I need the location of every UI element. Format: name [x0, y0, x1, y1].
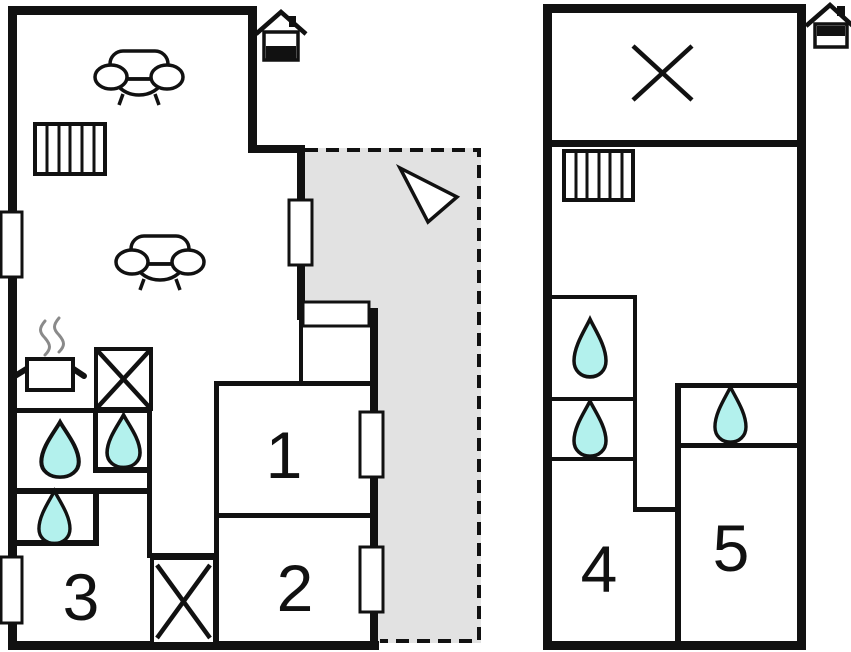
wall: [248, 6, 257, 147]
room-label-5: 5: [713, 511, 750, 585]
terrace-dashed-border: [305, 148, 481, 643]
wall: [370, 308, 378, 650]
water-drop-icon: [572, 397, 608, 458]
room-label-2: 2: [277, 551, 314, 625]
sofa-icon: [93, 49, 185, 106]
wall: [8, 6, 257, 15]
wall: [8, 6, 17, 650]
room-label-3: 3: [63, 560, 100, 634]
wall: [633, 507, 680, 512]
wall: [13, 488, 152, 494]
wall: [93, 494, 99, 546]
ground-floor-plan: 1 2 3: [0, 6, 481, 650]
water-drop-icon: [37, 487, 72, 546]
wall: [543, 641, 806, 650]
wall: [214, 513, 378, 518]
wall: [548, 295, 637, 299]
wall: [543, 4, 806, 13]
window: [0, 210, 24, 279]
void-cross-icon: [631, 44, 694, 102]
wall: [93, 413, 98, 468]
window: [0, 555, 24, 625]
terrace-door: [301, 300, 371, 328]
wall: [797, 4, 806, 650]
window: [358, 410, 385, 479]
first-floor-icon: [804, 1, 851, 49]
wall: [548, 397, 637, 401]
wall: [543, 4, 552, 650]
room-label-4: 4: [581, 532, 618, 606]
wall: [299, 320, 303, 383]
wall: [147, 348, 152, 558]
steam-icon: [39, 316, 65, 357]
sofa-icon: [114, 234, 206, 291]
wall: [543, 140, 806, 147]
stove-pot-icon: [12, 357, 87, 392]
wall: [147, 553, 216, 558]
wall: [13, 408, 152, 413]
terrace-area: [305, 148, 481, 643]
water-drop-icon: [572, 314, 608, 379]
window: [287, 198, 314, 267]
wall: [93, 467, 152, 473]
radiator-icon: [562, 149, 635, 202]
wall: [675, 383, 806, 388]
wardrobe-icon: [94, 347, 153, 411]
ground-floor-icon: [254, 9, 308, 62]
room-label-1: 1: [266, 418, 303, 492]
water-drop-icon: [713, 383, 748, 444]
water-drop-icon: [39, 418, 81, 479]
wall: [675, 383, 681, 650]
north-arrow-icon: [395, 163, 461, 225]
wall: [248, 145, 305, 153]
radiator-icon: [33, 122, 107, 176]
wall: [548, 457, 637, 461]
first-floor-plan: 4 5: [543, 1, 851, 650]
wall: [675, 443, 806, 448]
wall: [633, 295, 637, 512]
wardrobe-icon: [150, 556, 217, 646]
wall: [214, 381, 378, 386]
water-drop-icon: [105, 411, 142, 470]
window: [358, 545, 385, 614]
